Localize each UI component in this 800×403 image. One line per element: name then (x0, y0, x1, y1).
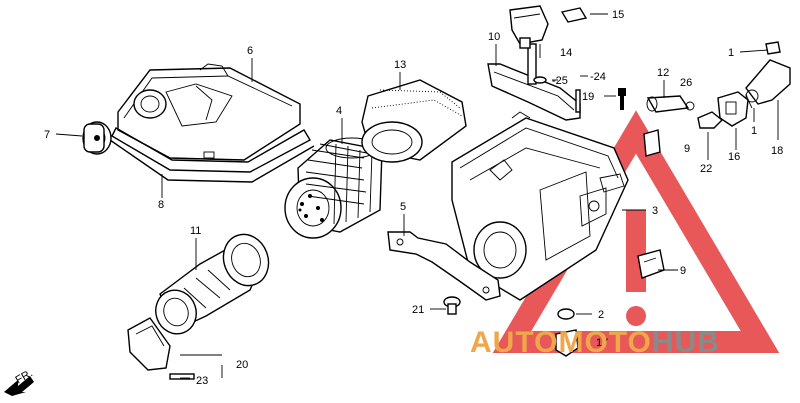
bolt-part (618, 88, 626, 110)
watermark-moto: MOTO (558, 326, 651, 359)
callout-3: 3 (652, 205, 658, 217)
hose-assembly (646, 41, 791, 129)
callout-22: 22 (700, 163, 712, 175)
callout-1b: 1 (751, 125, 757, 137)
watermark-hub: HUB (652, 326, 720, 359)
svg-text:AUTOMOTOHUB: AUTOMOTOHUB (470, 326, 720, 359)
callout-8: 8 (158, 199, 164, 211)
callout-17: 17 (596, 337, 608, 349)
callout-9a: 9 (684, 143, 690, 155)
cover-gasket (109, 127, 315, 183)
front-direction-arrow-icon (4, 376, 34, 396)
callout-6: 6 (247, 45, 253, 57)
callout-23: 23 (196, 375, 208, 387)
callout-2: 2 (598, 309, 604, 321)
callout-19: 19 (582, 91, 594, 103)
filter-element (284, 137, 383, 239)
callout-24: -24 (590, 71, 606, 83)
cap-part (82, 121, 112, 155)
callout-26: 26 (680, 77, 692, 89)
small-clip (533, 76, 581, 113)
bracket-part (387, 231, 501, 301)
callout-25: -25 (552, 75, 568, 87)
callout-18: 18 (771, 145, 783, 157)
clamp-parts (637, 129, 665, 279)
callout-16: 16 (728, 151, 740, 163)
intake-tube (155, 233, 270, 335)
callout-21: 21 (412, 304, 424, 316)
watermark-logo: AUTOMOTOHUB (470, 326, 720, 359)
callout-5: 5 (400, 201, 406, 213)
foam-element (361, 79, 467, 163)
callout-12: 12 (657, 67, 669, 79)
callout-7: 7 (44, 129, 50, 141)
callout-1a: 1 (728, 47, 734, 59)
screw-part (443, 296, 461, 315)
watermark-auto: AUTO (470, 326, 558, 359)
callout-11: 11 (190, 225, 201, 237)
callout-10: 10 (488, 31, 500, 43)
callout-14: 14 (560, 47, 572, 59)
strap-part (487, 63, 581, 121)
breather-cap (509, 5, 588, 85)
air-cleaner-cover (117, 63, 301, 161)
tube-clamp (127, 317, 195, 380)
callout-15: 15 (612, 9, 624, 21)
leader-lines (55, 13, 779, 379)
nut-part (555, 308, 579, 357)
callout-13: 13 (394, 59, 406, 71)
callout-20: 20 (236, 359, 248, 371)
air-cleaner-case (451, 111, 629, 301)
callout-4: 4 (336, 105, 342, 117)
callout-9b: 9 (680, 265, 686, 277)
